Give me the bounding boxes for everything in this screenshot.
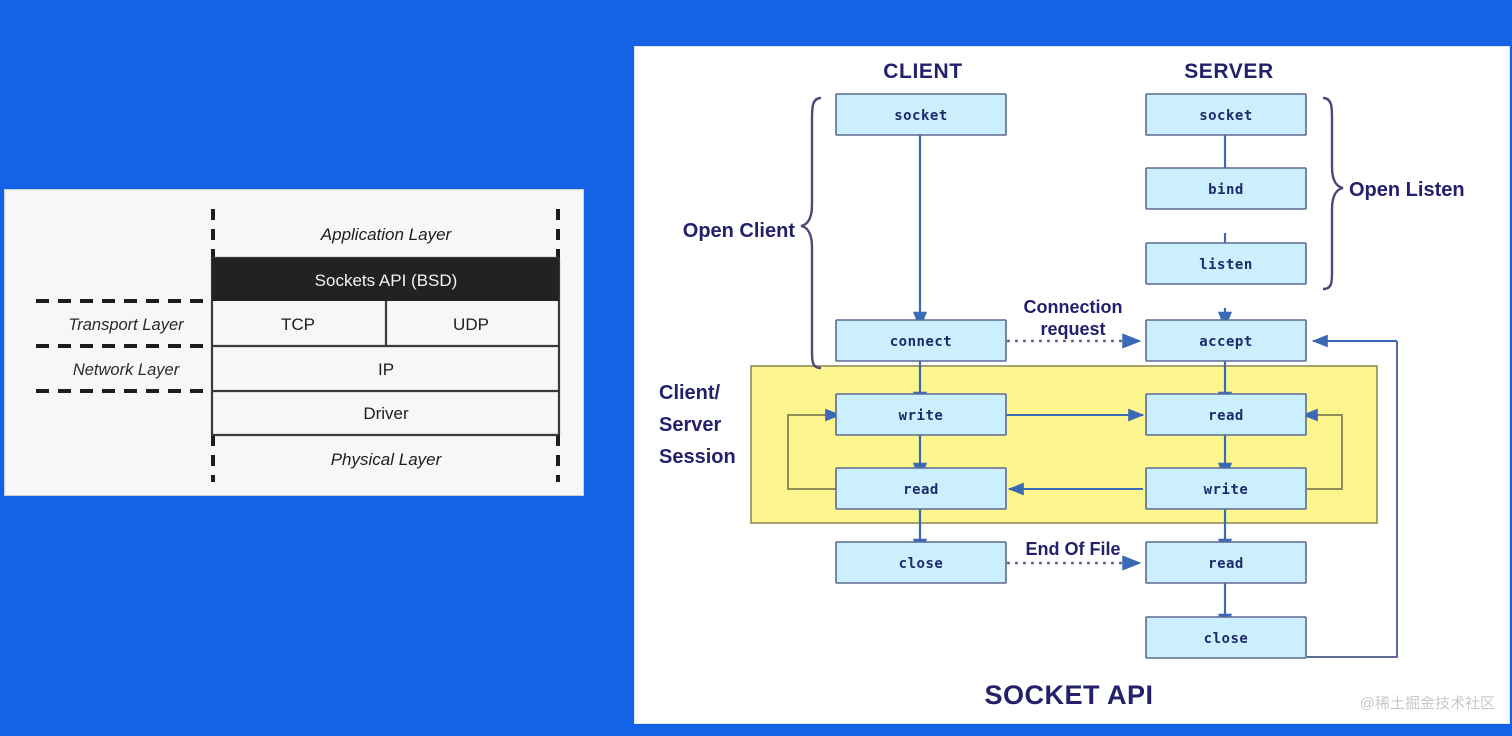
- socket-api-flow-diagram: CLIENT SERVER Open Client Open Listen Cl…: [659, 60, 1465, 710]
- node-label-server-write: write: [1204, 482, 1249, 498]
- node-client-connect[interactable]: connect: [835, 319, 1007, 362]
- sockets-api-band: [212, 258, 559, 301]
- node-label-server-accept: accept: [1199, 334, 1253, 350]
- node-label-client-socket: socket: [894, 108, 948, 124]
- group-label-session-line3: Session: [659, 446, 736, 468]
- node-client-socket[interactable]: socket: [835, 93, 1007, 136]
- group-label-open-client: Open Client: [683, 220, 796, 242]
- edge-label-end-of-file: End Of File: [1025, 539, 1120, 559]
- row-ip: IP: [378, 360, 394, 379]
- edge-label-connection-request-line2: request: [1040, 319, 1105, 339]
- row-application-layer: Application Layer: [320, 225, 453, 244]
- node-server-socket[interactable]: socket: [1145, 93, 1307, 136]
- group-label-session-line1: Client/: [659, 382, 721, 404]
- node-label-client-connect: connect: [890, 334, 953, 350]
- column-dashed-edges: [211, 209, 560, 482]
- node-label-server-socket: socket: [1199, 108, 1253, 124]
- diagram-title: SOCKET API: [984, 680, 1153, 710]
- protocol-stack-diagram: Transport Layer Network Layer Applicatio…: [36, 209, 561, 482]
- node-server-read-2[interactable]: read: [1145, 541, 1307, 584]
- node-server-bind[interactable]: bind: [1145, 167, 1307, 210]
- node-label-client-close: close: [899, 556, 944, 572]
- node-server-write[interactable]: write: [1145, 467, 1307, 510]
- edge-label-connection-request-line1: Connection: [1024, 297, 1123, 317]
- row-udp: UDP: [453, 315, 489, 334]
- side-label-transport: Transport Layer: [68, 316, 185, 334]
- open-listen-brace: [1322, 96, 1344, 291]
- node-server-accept[interactable]: accept: [1145, 319, 1307, 362]
- row-physical-layer: Physical Layer: [331, 450, 443, 469]
- node-label-client-read: read: [903, 482, 939, 498]
- socket-api-flow-panel: CLIENT SERVER Open Client Open Listen Cl…: [634, 46, 1510, 724]
- group-label-open-listen: Open Listen: [1349, 179, 1465, 201]
- protocol-stack-panel: Transport Layer Network Layer Applicatio…: [4, 189, 584, 496]
- group-label-session-line2: Server: [659, 414, 721, 436]
- node-client-close[interactable]: close: [835, 541, 1007, 584]
- watermark: @稀土掘金技术社区: [1359, 695, 1495, 712]
- node-label-client-write: write: [899, 408, 944, 424]
- node-label-server-bind: bind: [1208, 182, 1244, 198]
- open-client-brace: [800, 96, 822, 370]
- node-label-server-read-1: read: [1208, 408, 1244, 424]
- row-sockets-api: Sockets API (BSD): [315, 271, 458, 290]
- node-label-server-read-2: read: [1208, 556, 1244, 572]
- node-client-write[interactable]: write: [835, 393, 1007, 436]
- node-server-listen[interactable]: listen: [1145, 242, 1307, 285]
- session-cross-arrows: [1006, 408, 1145, 496]
- side-dashed-rules: [36, 299, 211, 393]
- node-client-read[interactable]: read: [835, 467, 1007, 510]
- column-heading-client: CLIENT: [883, 60, 962, 83]
- node-server-read-1[interactable]: read: [1145, 393, 1307, 436]
- server-close-to-accept-arrow: [1307, 334, 1398, 658]
- node-label-server-close: close: [1204, 631, 1249, 647]
- side-label-network: Network Layer: [73, 361, 181, 379]
- node-label-server-listen: listen: [1199, 257, 1253, 273]
- row-driver: Driver: [363, 404, 409, 423]
- row-tcp: TCP: [281, 315, 315, 334]
- node-server-close[interactable]: close: [1145, 616, 1307, 659]
- column-heading-server: SERVER: [1184, 60, 1274, 83]
